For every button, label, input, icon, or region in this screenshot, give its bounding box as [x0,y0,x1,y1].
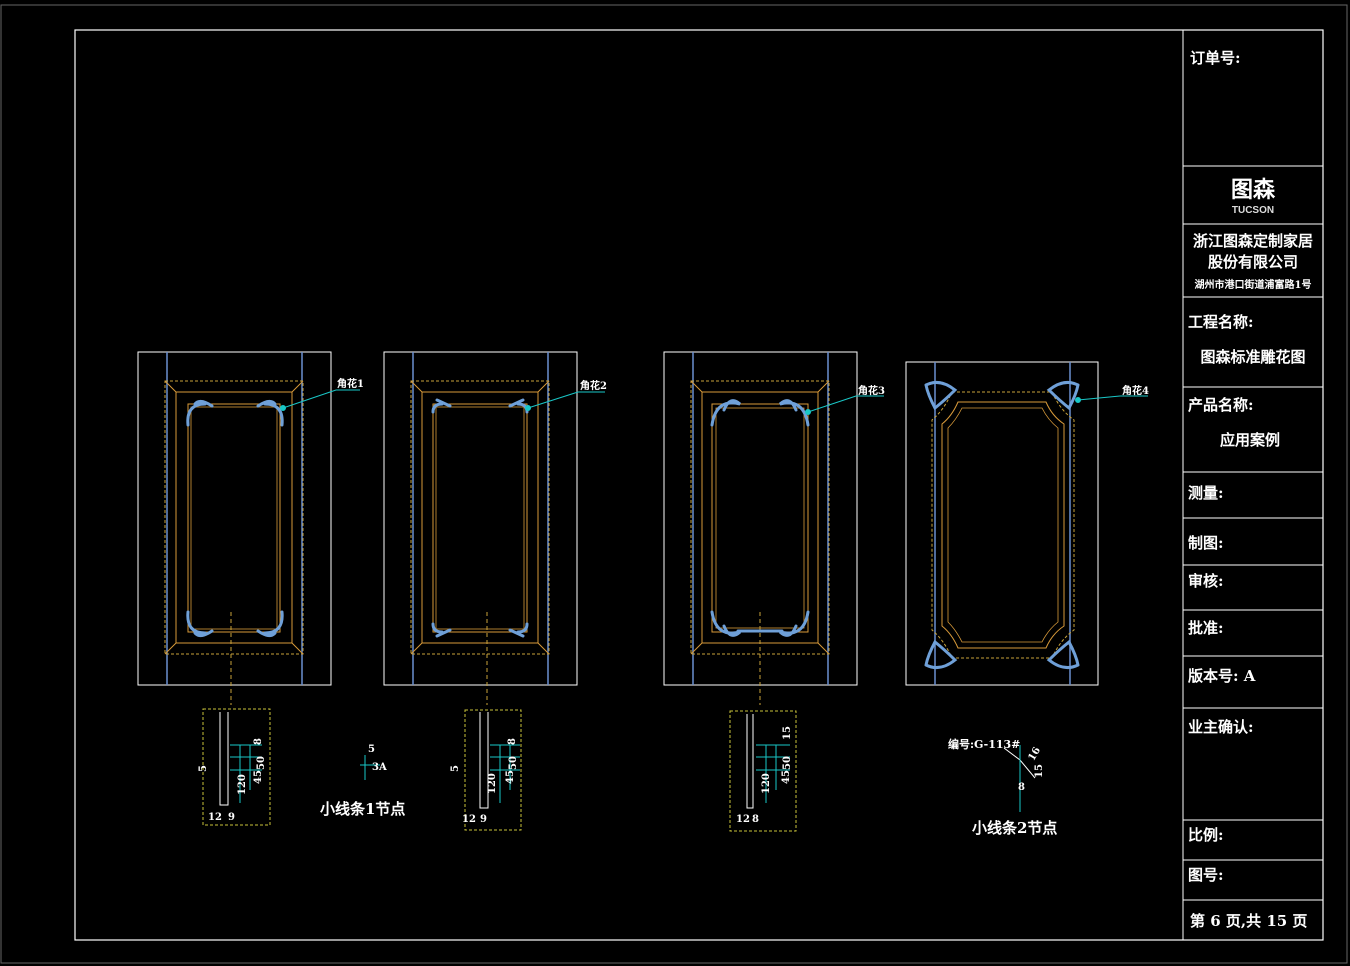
drawing-no-label: 图号: [1188,866,1224,884]
product-label: 产品名称: [1188,396,1254,414]
svg-text:9: 9 [480,814,487,825]
svg-text:50: 50 [508,756,519,770]
company-line2: 股份有限公司 [1208,253,1298,271]
svg-text:16: 16 [1027,745,1044,763]
door-panel-1 [137,351,332,705]
owner-label: 业主确认: [1188,718,1254,736]
svg-text:45: 45 [505,770,516,784]
drawing-frame [74,29,1324,941]
page-label: 第 6 页,共 15 页 [1190,912,1307,930]
svg-text:3A: 3A [372,762,387,773]
node1-label: 小线条1节点 [320,800,405,818]
svg-text:50: 50 [256,756,267,770]
project-value: 图森标准雕花图 [1200,348,1305,366]
door-panel-4 [905,361,1099,686]
callout-3: 角花3 [858,384,885,397]
svg-text:15: 15 [1034,764,1045,778]
svg-text:8: 8 [752,814,759,825]
svg-text:15: 15 [782,726,793,740]
order-label: 订单号: [1190,49,1241,67]
corner-carvings [186,380,1080,670]
sheet-border [0,4,1348,964]
svg-text:45: 45 [781,770,792,784]
detail-dim-lines [230,744,1021,812]
callout-1: 角花1 [337,377,364,390]
svg-text:8: 8 [507,738,518,745]
logo-en: TUCSON [1232,205,1274,216]
product-value: 应用案例 [1220,431,1280,449]
svg-text:5: 5 [368,744,375,755]
svg-text:120: 120 [237,774,248,795]
approve-label: 批准: [1188,619,1224,637]
drawn-label: 制图: [1188,534,1224,552]
logo-cn: 图森 [1231,177,1276,203]
svg-text:12: 12 [208,812,222,823]
svg-text:5: 5 [450,765,461,772]
company-address: 湖州市港口街道浦富路1号 [1195,278,1312,291]
title-block [1182,30,1323,940]
node2-code: 编号:G-113# [948,737,1020,751]
project-label: 工程名称: [1188,313,1254,331]
svg-text:5: 5 [198,765,209,772]
svg-text:12: 12 [462,814,476,825]
company-line1: 浙江图森定制家居 [1193,232,1313,250]
node2-label: 小线条2节点 [972,819,1057,837]
version-label: 版本号: A [1188,667,1256,685]
callout-leaders [280,389,1148,415]
svg-text:120: 120 [487,773,498,794]
svg-text:45: 45 [253,770,264,784]
door-panel-3 [663,351,858,705]
detail-boxes [202,708,797,832]
svg-text:50: 50 [782,756,793,770]
check-label: 审核: [1188,572,1224,590]
survey-label: 测量: [1188,484,1224,502]
detail-profiles [219,712,1036,809]
svg-text:8: 8 [253,738,264,745]
svg-text:9: 9 [228,812,235,823]
callout-4: 角花4 [1122,384,1149,397]
callout-2: 角花2 [580,379,607,392]
svg-text:12: 12 [736,814,750,825]
door-panel-2 [383,351,578,705]
scale-label: 比例: [1188,826,1224,844]
svg-text:8: 8 [1018,782,1025,793]
detail-dimensions: 12 9 120 45 50 8 5 12 9 120 45 50 8 5 12… [198,726,1045,825]
svg-text:120: 120 [761,773,772,794]
